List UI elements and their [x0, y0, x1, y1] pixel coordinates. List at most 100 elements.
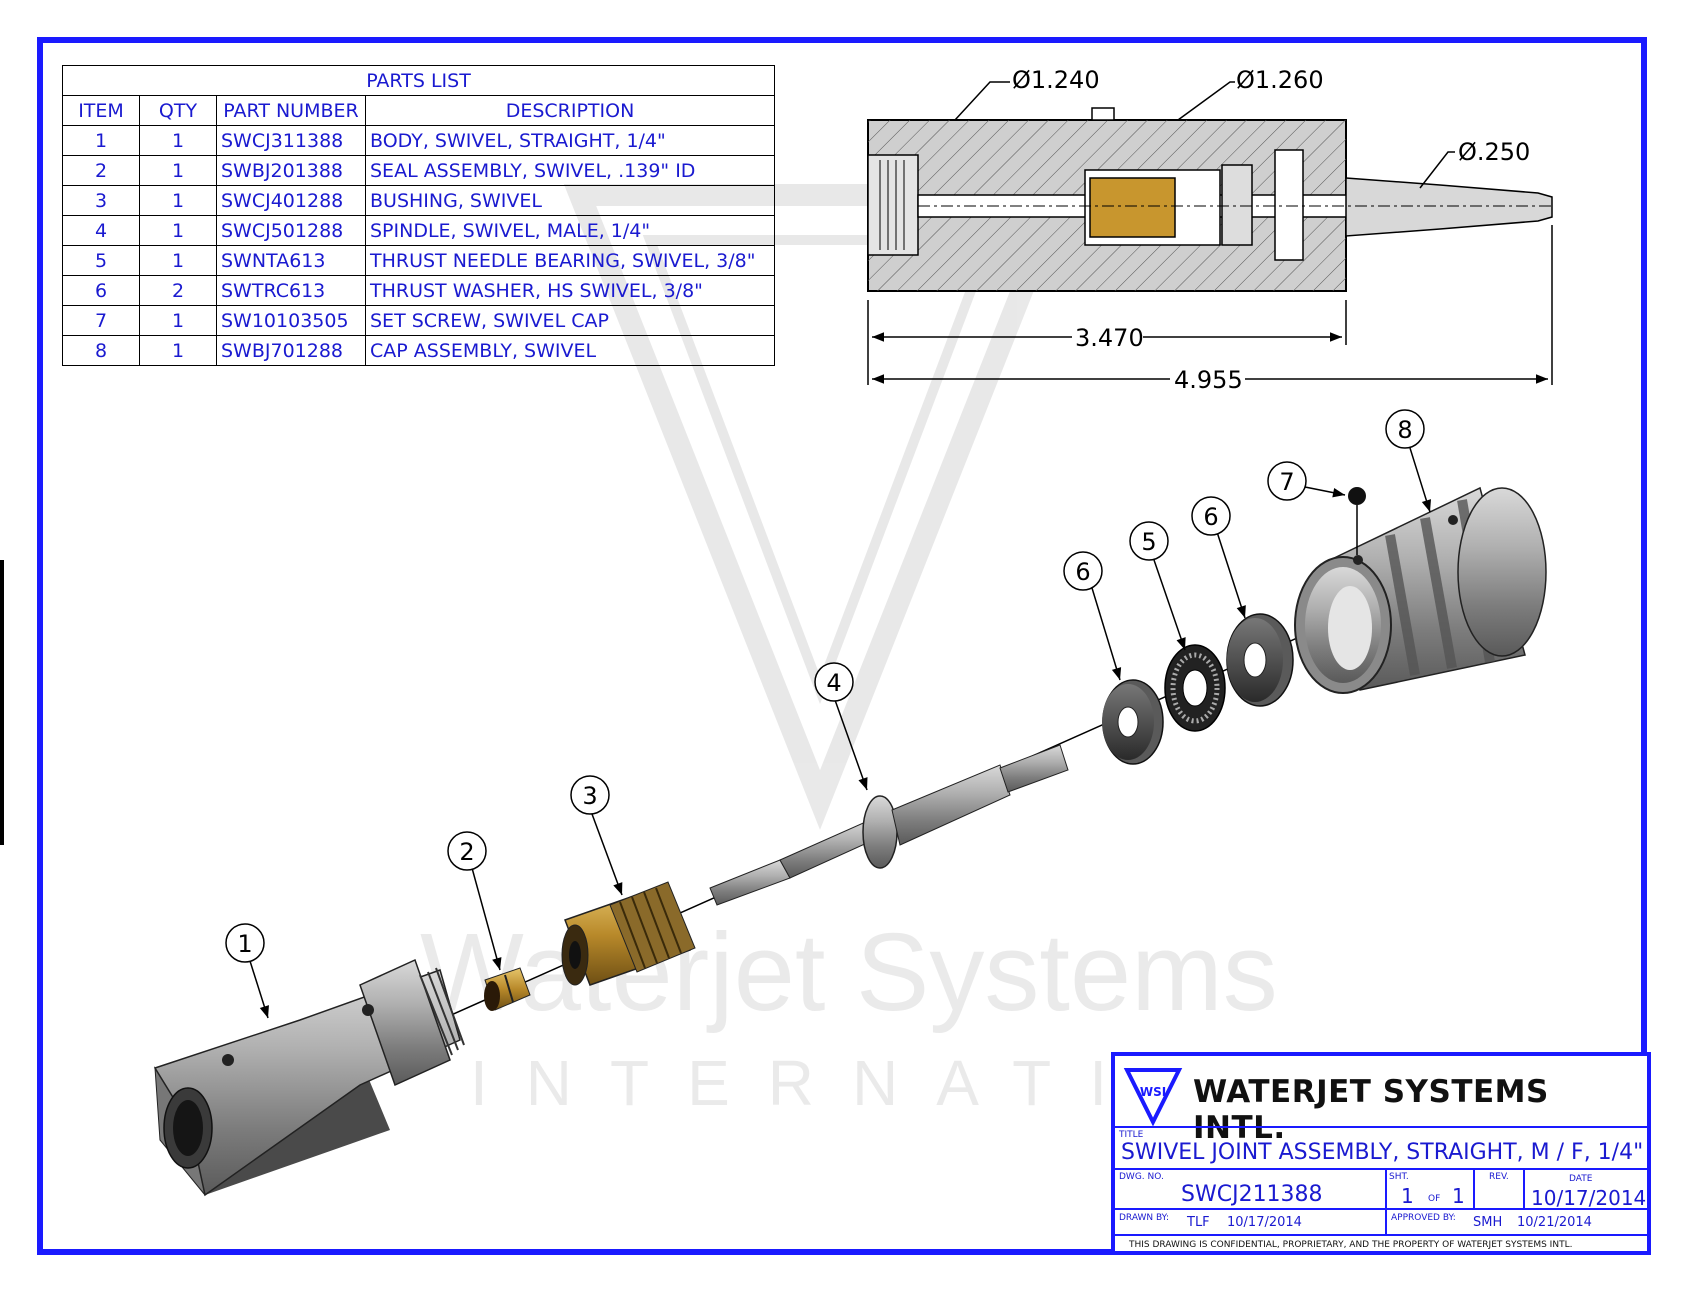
watermark: Waterjet Systems INTERNATIONAL	[420, 184, 1433, 1119]
cell-part-number: SWCJ401288	[216, 185, 366, 216]
table-row: 8 1 SWBJ701288 CAP ASSEMBLY, SWIVEL	[62, 335, 775, 366]
divider	[1385, 1170, 1387, 1210]
cell-part-number: SWTRC613	[216, 275, 366, 306]
edge-ruler-mark	[0, 560, 4, 845]
balloon-2: 2	[447, 831, 487, 871]
part-6-washer-a	[1102, 679, 1164, 765]
balloon-6a-label: 6	[1075, 558, 1090, 586]
cell-item: 2	[62, 155, 140, 186]
cell-description: SET SCREW, SWIVEL CAP	[365, 305, 775, 336]
table-row: 2 1 SWBJ201388 SEAL ASSEMBLY, SWIVEL, .1…	[62, 155, 775, 186]
part-2-seal	[484, 967, 531, 1011]
col-header-qty: QTY	[139, 95, 217, 126]
drawn-by-label: DRAWN BY:	[1119, 1213, 1169, 1223]
sheet-total: 1	[1452, 1184, 1465, 1208]
part-1-body	[153, 958, 465, 1197]
balloon-7: 7	[1267, 461, 1307, 501]
confidential-row: THIS DRAWING IS CONFIDENTIAL, PROPRIETAR…	[1115, 1234, 1647, 1255]
balloon-8-label: 8	[1397, 416, 1412, 444]
rev-label: REV.	[1489, 1172, 1509, 1182]
table-row: 7 1 SW10103505 SET SCREW, SWIVEL CAP	[62, 305, 775, 336]
title-block: WSI WATERJET SYSTEMS INTL. TITLE SWIVEL …	[1111, 1052, 1651, 1255]
balloon-1-label: 1	[237, 930, 252, 958]
approved-by: SMH	[1473, 1215, 1503, 1230]
cell-description: BUSHING, SWIVEL	[365, 185, 775, 216]
dim-d1260: Ø1.260	[1236, 66, 1324, 94]
cell-qty: 1	[139, 185, 217, 216]
cell-qty: 1	[139, 245, 217, 276]
dim-d1240: Ø1.240	[1012, 66, 1100, 94]
drawing-date: 10/17/2014	[1531, 1186, 1647, 1210]
cell-item: 7	[62, 305, 140, 336]
balloon-4: 4	[814, 662, 854, 702]
cell-item: 4	[62, 215, 140, 246]
cell-part-number: SW10103505	[216, 305, 366, 336]
cell-qty: 1	[139, 125, 217, 156]
approved-date: 10/21/2014	[1517, 1215, 1592, 1230]
approval-row: DRAWN BY: TLF 10/17/2014 APPROVED BY: SM…	[1115, 1208, 1647, 1236]
cell-part-number: SWBJ701288	[216, 335, 366, 366]
parts-list-title: PARTS LIST	[62, 65, 775, 96]
divider	[1385, 1210, 1387, 1236]
sheet-of-label: OF	[1428, 1194, 1441, 1204]
balloon-2-label: 2	[459, 838, 474, 866]
part-4-spindle	[709, 744, 1069, 906]
balloon-6a: 6	[1063, 551, 1103, 591]
cell-description: CAP ASSEMBLY, SWIVEL	[365, 335, 775, 366]
cell-part-number: SWCJ501288	[216, 215, 366, 246]
cell-description: BODY, SWIVEL, STRAIGHT, 1/4"	[365, 125, 775, 156]
balloon-3: 3	[570, 775, 610, 815]
cell-item: 3	[62, 185, 140, 216]
cell-description: THRUST WASHER, HS SWIVEL, 3/8"	[365, 275, 775, 306]
sheet-number: 1	[1401, 1184, 1414, 1208]
logo-letters: WSI	[1140, 1085, 1166, 1099]
table-row: 5 1 SWNTA613 THRUST NEEDLE BEARING, SWIV…	[62, 245, 775, 276]
sheet-border	[37, 37, 1647, 1255]
table-row: 3 1 SWCJ401288 BUSHING, SWIVEL	[62, 185, 775, 216]
balloon-8: 8	[1385, 409, 1425, 449]
balloon-3-label: 3	[582, 782, 597, 810]
balloon-6b-label: 6	[1203, 503, 1218, 531]
part-3-bushing	[561, 881, 696, 986]
col-header-description: DESCRIPTION	[365, 95, 775, 126]
cell-item: 5	[62, 245, 140, 276]
table-row: 4 1 SWCJ501288 SPINDLE, SWIVEL, MALE, 1/…	[62, 215, 775, 246]
drawn-date: 10/17/2014	[1227, 1215, 1302, 1230]
balloon-leaders	[249, 447, 1432, 1019]
cell-part-number: SWNTA613	[216, 245, 366, 276]
balloon-1: 1	[225, 923, 265, 963]
cell-qty: 1	[139, 305, 217, 336]
cell-description: SEAL ASSEMBLY, SWIVEL, .139" ID	[365, 155, 775, 186]
balloon-5-label: 5	[1141, 528, 1156, 556]
cell-item: 8	[62, 335, 140, 366]
dwg-row: DWG. NO. SWCJ211388 SHT. 1 OF 1 REV. DAT…	[1115, 1168, 1647, 1210]
company-name: WATERJET SYSTEMS INTL.	[1193, 1074, 1549, 1146]
table-row: 6 2 SWTRC613 THRUST WASHER, HS SWIVEL, 3…	[62, 275, 775, 306]
balloon-7-label: 7	[1279, 468, 1294, 496]
cell-qty: 1	[139, 155, 217, 186]
drawing-title: SWIVEL JOINT ASSEMBLY, STRAIGHT, M / F, …	[1121, 1140, 1644, 1165]
cell-qty: 1	[139, 335, 217, 366]
part-8-cap	[1294, 486, 1547, 694]
table-row: 1 1 SWCJ311388 BODY, SWIVEL, STRAIGHT, 1…	[62, 125, 775, 156]
col-header-part-number: PART NUMBER	[216, 95, 366, 126]
dimension-lines	[867, 81, 1553, 385]
part-5-bearing	[1164, 644, 1226, 732]
cell-qty: 2	[139, 275, 217, 306]
dwg-no-label: DWG. NO.	[1119, 1172, 1164, 1182]
date-label: DATE	[1569, 1174, 1593, 1184]
watermark-text-1: Waterjet Systems	[420, 911, 1278, 1034]
part-7-set-screw	[1348, 487, 1366, 555]
section-view	[867, 107, 1553, 292]
drawn-by: TLF	[1187, 1215, 1210, 1230]
col-header-item: ITEM	[62, 95, 140, 126]
dim-d250: Ø.250	[1458, 138, 1530, 166]
title-row: TITLE SWIVEL JOINT ASSEMBLY, STRAIGHT, M…	[1115, 1126, 1647, 1168]
part-6-washer-b	[1226, 613, 1294, 707]
divider	[1523, 1170, 1525, 1210]
cell-item: 6	[62, 275, 140, 306]
title-label: TITLE	[1119, 1130, 1144, 1140]
dwg-no: SWCJ211388	[1181, 1182, 1323, 1207]
balloon-5: 5	[1129, 521, 1169, 561]
